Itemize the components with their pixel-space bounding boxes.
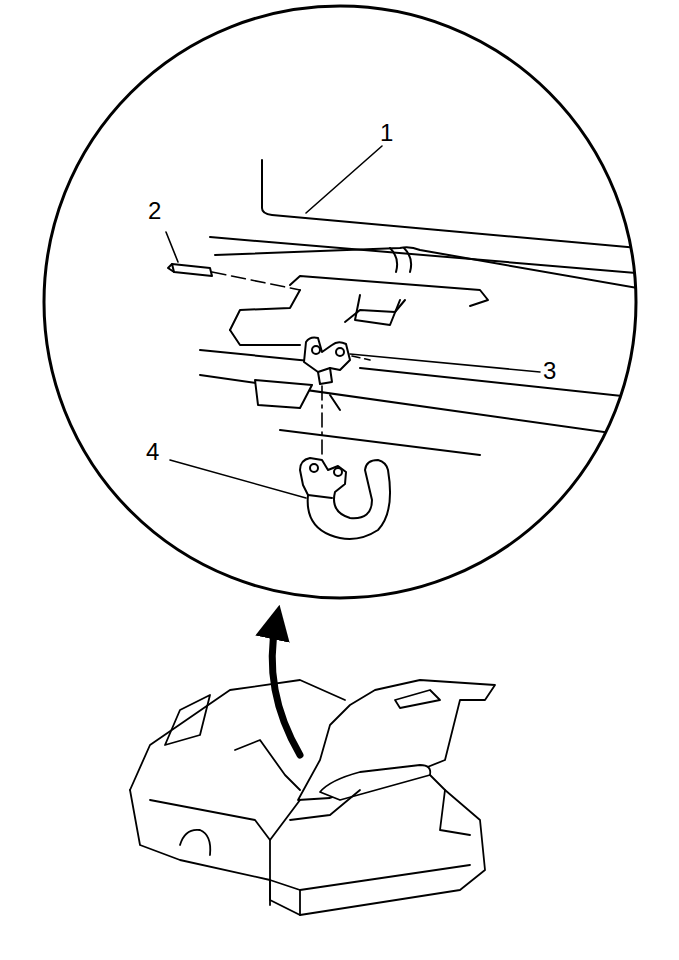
support-strap (300, 458, 390, 539)
zoom-arrow (272, 622, 300, 755)
callout-number: 2 (148, 199, 161, 223)
callout-number: 3 (543, 359, 556, 383)
detail-circle (44, 6, 636, 598)
leader-lines (166, 146, 540, 498)
trunk-detail (168, 160, 660, 539)
deck-lid (262, 160, 660, 250)
vehicle (130, 680, 495, 915)
retainer-bracket (304, 338, 350, 373)
callout-number: 4 (146, 440, 159, 464)
callout-number: 1 (380, 121, 393, 145)
pin (172, 264, 212, 276)
